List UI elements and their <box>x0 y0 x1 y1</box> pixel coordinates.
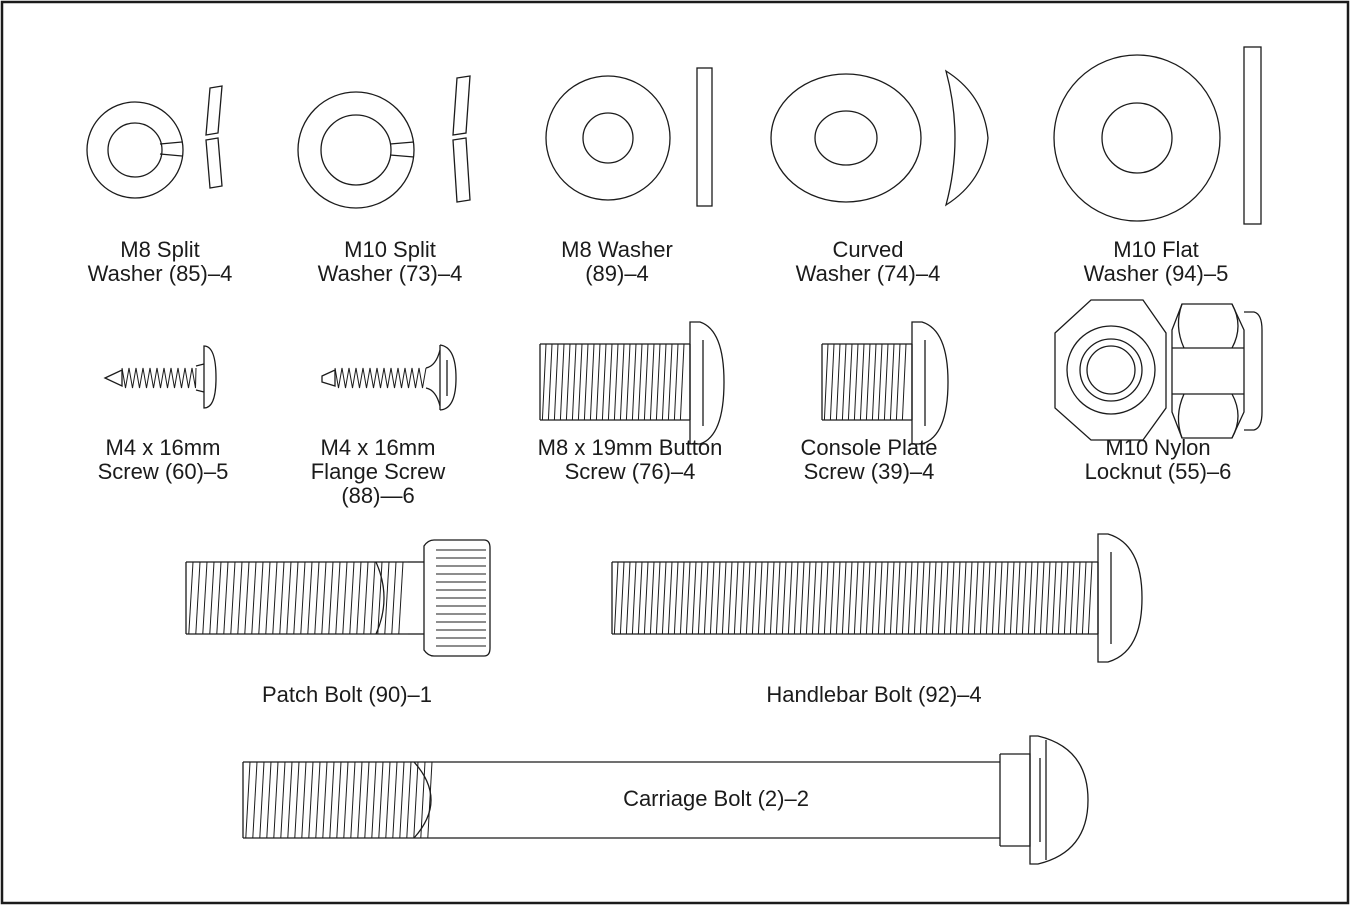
m4-flange-screw-drawing <box>321 344 457 411</box>
patch-bolt-drawing <box>185 539 491 657</box>
curved-washer-drawing <box>770 69 989 207</box>
label-patch-bolt: Patch Bolt (90)–1 <box>262 682 432 707</box>
console-plate-screw-drawing <box>821 321 949 445</box>
m8-split-washer-drawing <box>86 85 223 199</box>
label-carriage-bolt: Carriage Bolt (2)–2 <box>623 786 809 811</box>
m10-flat-washer-drawing <box>1053 46 1262 225</box>
m4-screw-drawing <box>103 345 217 409</box>
label-m8-washer: M8 Washer(89)–4 <box>561 237 673 286</box>
carriage-bolt-drawing <box>242 735 1089 865</box>
m10-nylon-locknut-drawing <box>1054 299 1263 441</box>
m8-washer-drawing <box>545 67 713 207</box>
m8-button-screw-drawing <box>539 321 725 445</box>
m10-split-washer-drawing <box>297 75 471 209</box>
handlebar-bolt-drawing <box>611 533 1143 663</box>
label-handlebar-bolt: Handlebar Bolt (92)–4 <box>766 682 982 707</box>
